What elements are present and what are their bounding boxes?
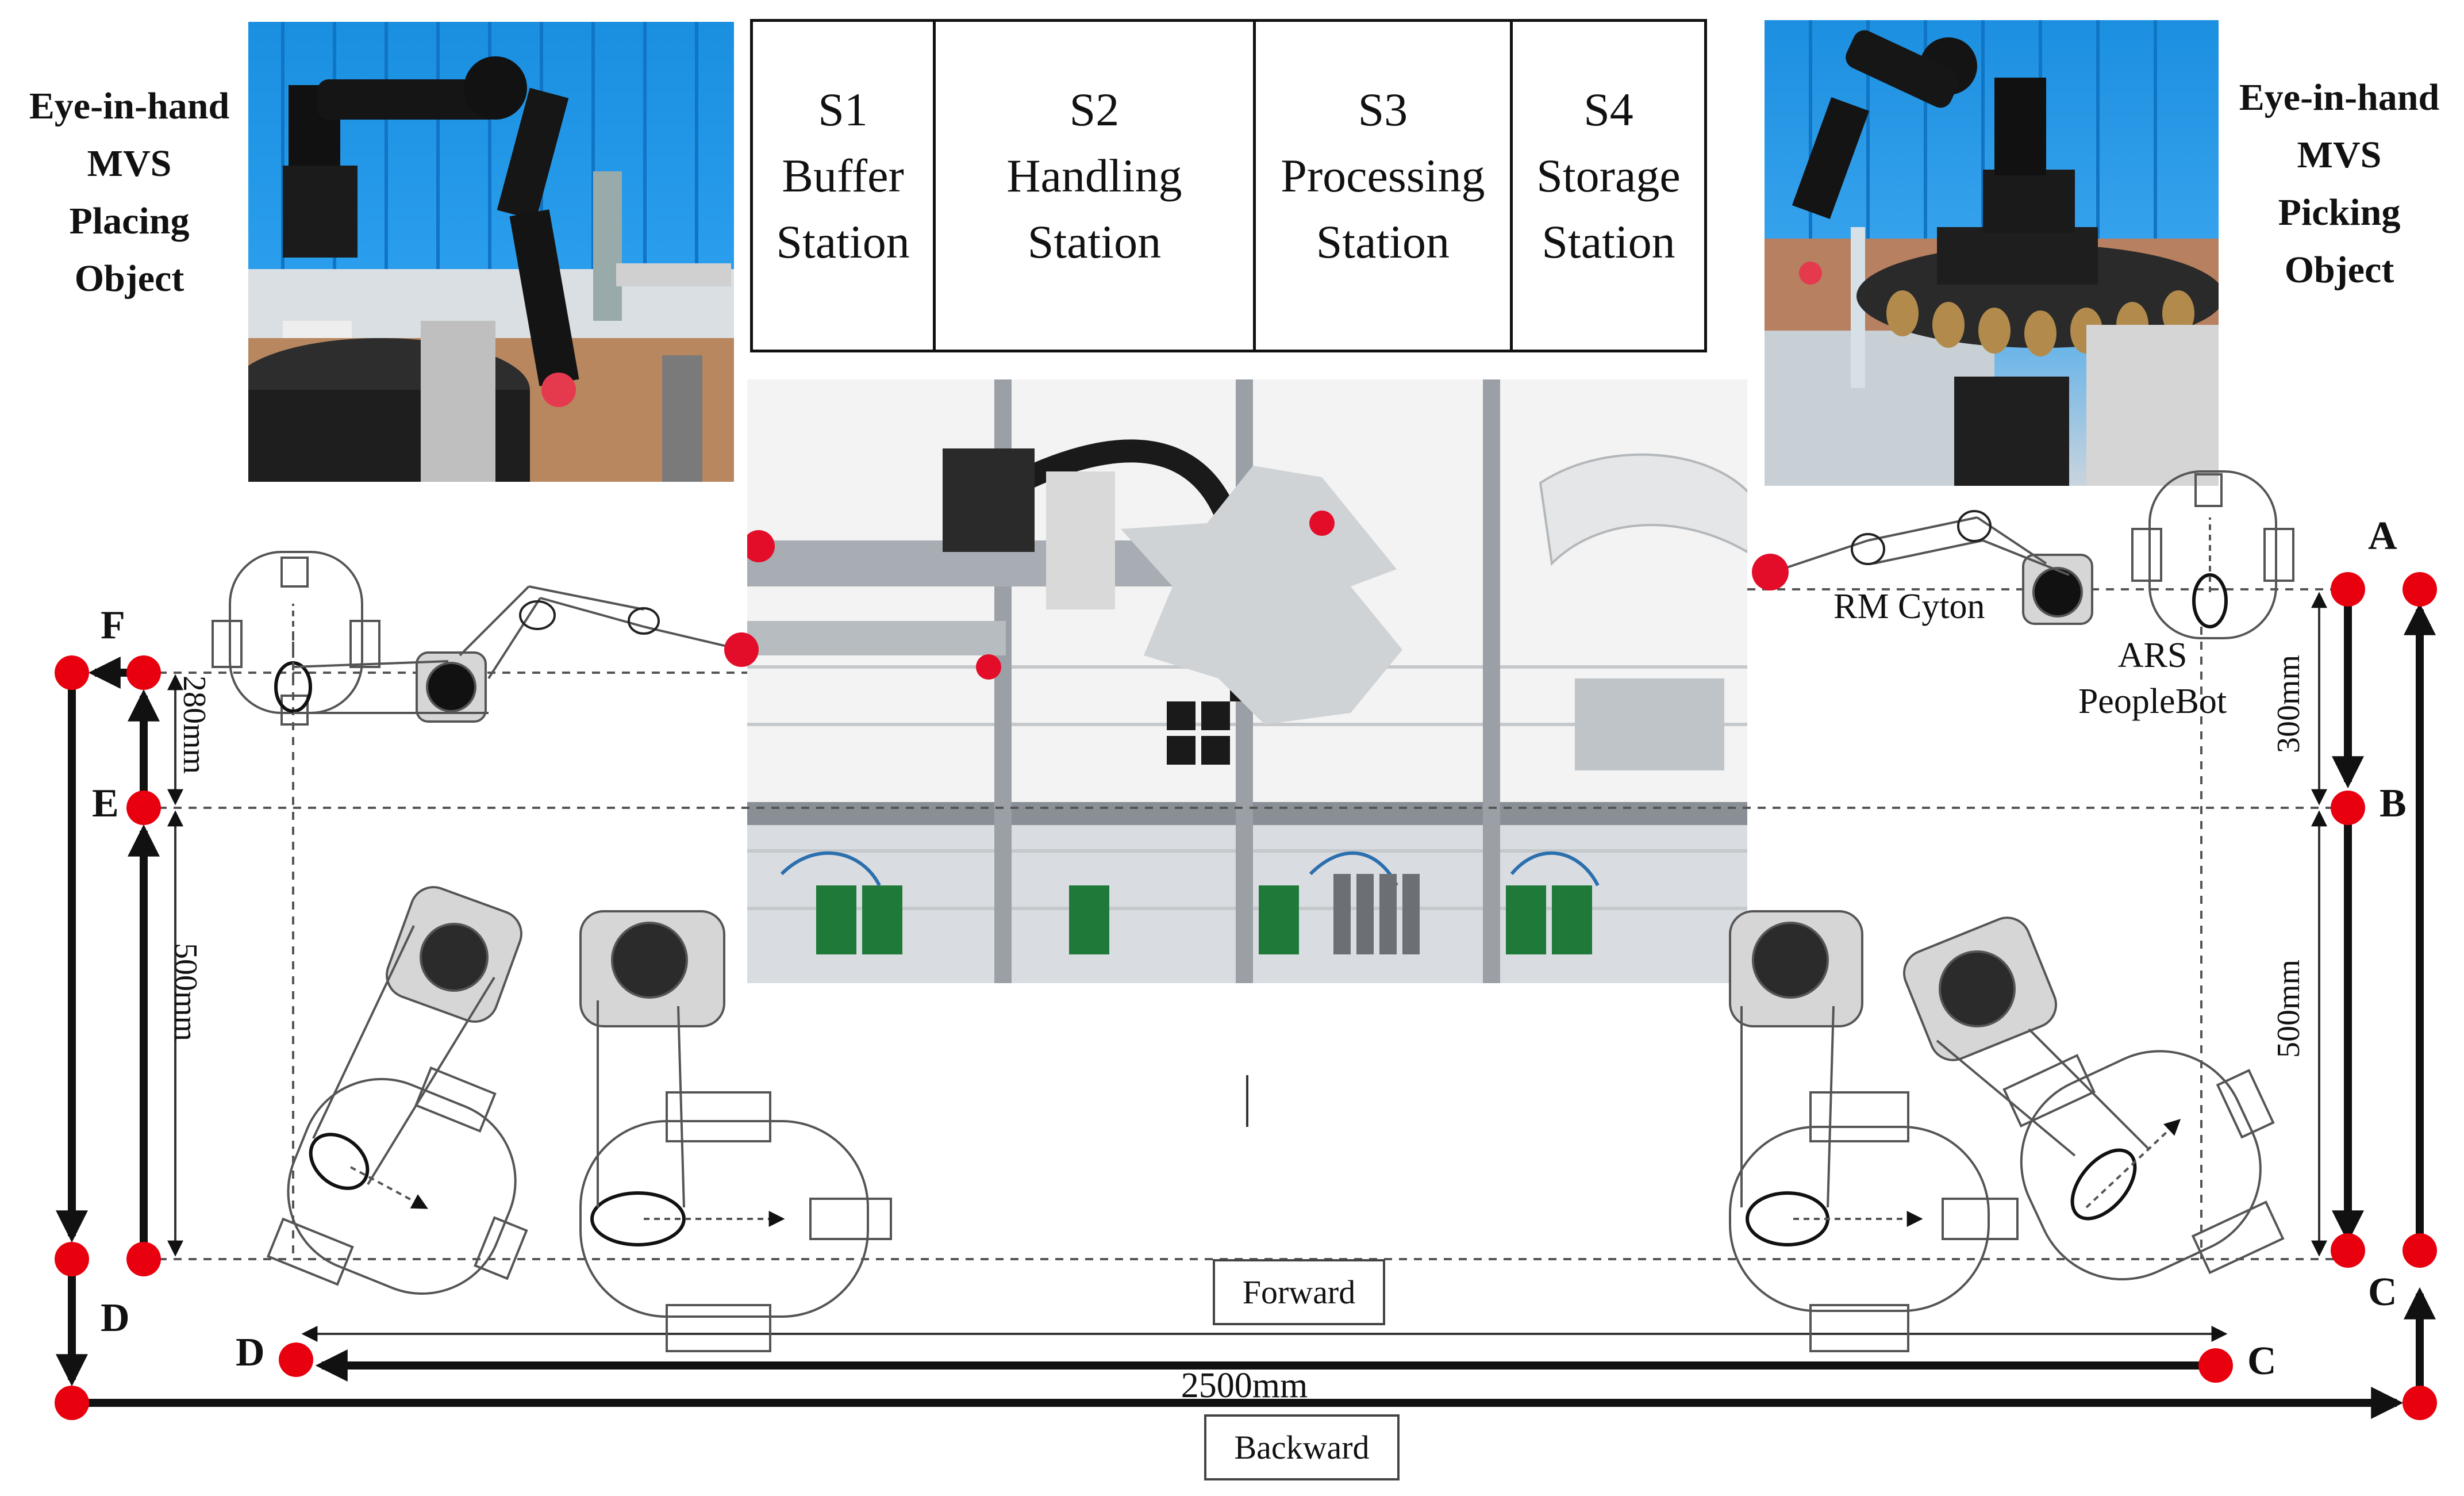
waypoint-corner-br	[2403, 1386, 2437, 1420]
dim-280-label: 280mm	[176, 676, 212, 774]
left-caption-line2: MVS	[87, 143, 172, 185]
robot-arm-label: RM Cyton	[1833, 587, 1985, 626]
point-d-bottom-label: D	[236, 1330, 265, 1375]
station-s2: S2 Handling Station	[936, 22, 1256, 350]
station-s4-id: S4	[1583, 83, 1633, 136]
robot-bottom-left-tilted	[266, 886, 528, 1295]
station-s3-line2: Station	[1316, 216, 1450, 268]
station-s2-line1: Handling	[1006, 149, 1182, 202]
backward-label-box: Backward	[1204, 1414, 1400, 1480]
left-caption-line4: Object	[74, 258, 184, 300]
mobile-base-label-1: ARS	[2118, 636, 2188, 675]
right-caption-line3: Picking	[2278, 191, 2401, 233]
point-c-right-label: C	[2368, 1270, 2397, 1314]
station-s3-id: S3	[1358, 83, 1408, 136]
waypoint-a-inner	[2331, 572, 2365, 607]
backward-label: Backward	[1234, 1429, 1370, 1466]
mobile-base-label-2: PeopleBot	[2078, 682, 2227, 721]
waypoint-corner-bl	[55, 1386, 89, 1420]
station-s3-line1: Processing	[1281, 149, 1485, 202]
station-table: S1 Buffer Station S2 Handling Station S3…	[750, 19, 1707, 352]
left-caption: Eye-in-hand MVS Placing Object	[6, 78, 253, 308]
right-caption-line1: Eye-in-hand	[2239, 76, 2440, 118]
point-f-label: F	[101, 603, 125, 647]
station-s3: S3 Processing Station	[1256, 22, 1513, 350]
dim-500-right-label: 500mm	[2271, 960, 2307, 1058]
point-b-label: B	[2380, 781, 2407, 826]
point-d-left-label: D	[101, 1296, 130, 1340]
waypoint-f-inner	[126, 655, 161, 690]
station-s2-id: S2	[1069, 83, 1120, 136]
forward-label: Forward	[1242, 1273, 1356, 1311]
station-s4-line2: Station	[1542, 216, 1675, 268]
waypoints	[55, 572, 2437, 1420]
right-caption-line4: Object	[2284, 249, 2394, 291]
dim-500-left-label: 500mm	[168, 943, 203, 1041]
waypoint-f-outer	[55, 655, 89, 690]
waypoint-b	[2331, 791, 2365, 825]
dim-2500-label: 2500mm	[1181, 1366, 1308, 1405]
photo-robot-picking	[1765, 20, 2219, 486]
left-caption-line3: Placing	[69, 200, 190, 242]
station-s4-line1: Storage	[1536, 149, 1681, 202]
waypoint-d-inner	[126, 1242, 161, 1276]
robot-top-left	[212, 551, 759, 726]
robot-bottom-left-straight	[579, 910, 892, 1352]
point-c-bottom-label: C	[2247, 1339, 2277, 1383]
station-s1-line2: Station	[776, 216, 910, 268]
robot-bottom-right-straight	[1729, 910, 2019, 1352]
waypoint-c-bottom	[2198, 1348, 2233, 1383]
waypoint-c-inner	[2331, 1233, 2365, 1268]
photo-production-line	[747, 379, 1747, 983]
waypoint-d-left	[55, 1242, 89, 1276]
left-caption-line1: Eye-in-hand	[29, 85, 230, 127]
photo-robot-placing	[248, 22, 734, 482]
station-s1-line1: Buffer	[782, 149, 904, 202]
station-s2-line2: Station	[1027, 216, 1162, 268]
point-a-label: A	[2368, 514, 2397, 558]
robot-bottom-right-tilted	[1902, 916, 2285, 1281]
robot-top-right	[1752, 470, 2294, 639]
waypoint-c-outer	[2403, 1233, 2437, 1268]
path-arrows	[56, 589, 2436, 1419]
dim-300-label: 300mm	[2271, 655, 2307, 753]
station-s1-id: S1	[818, 83, 868, 136]
waypoint-d-bottom	[279, 1342, 313, 1377]
dimension-lines	[167, 592, 2327, 1342]
right-caption: Eye-in-hand MVS Picking Object	[2219, 69, 2460, 299]
point-e-label: E	[92, 781, 119, 826]
waypoint-a-outer	[2403, 572, 2437, 607]
waypoint-e	[126, 791, 161, 825]
station-s4: S4 Storage Station	[1513, 22, 1704, 350]
right-caption-line2: MVS	[2297, 134, 2382, 176]
station-s1: S1 Buffer Station	[753, 22, 936, 350]
forward-label-box: Forward	[1213, 1259, 1385, 1325]
